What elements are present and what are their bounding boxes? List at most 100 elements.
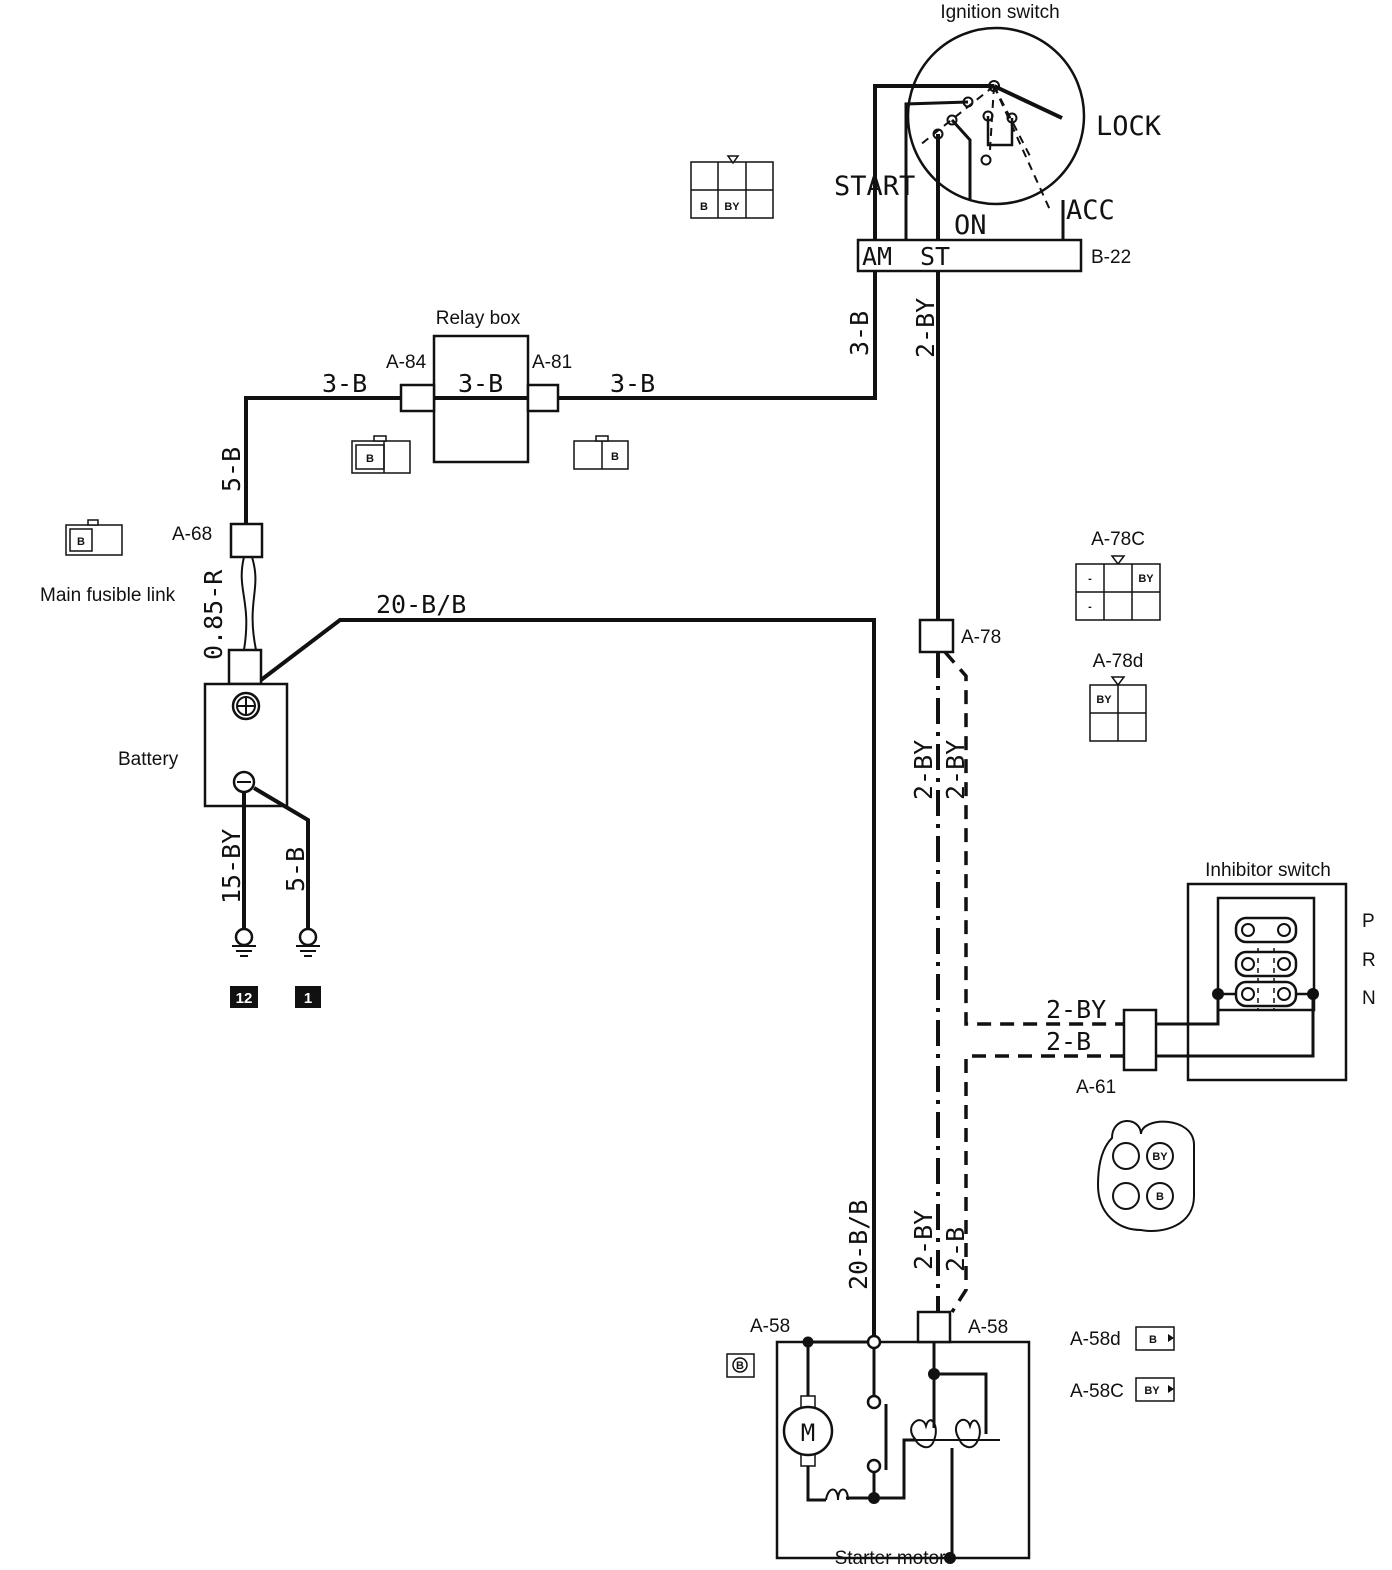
pin-label: BY <box>1096 694 1112 706</box>
ground-point-badge <box>230 986 258 1008</box>
wire-label-st: 2-BY <box>911 298 940 358</box>
ignition-switch-label: Ignition switch <box>940 2 1059 23</box>
wire-label-starter-vertical: 20-B/B <box>844 1200 873 1290</box>
connector-a58-right-label: A-58 <box>968 1317 1008 1338</box>
gear-position-label: R <box>1362 950 1376 971</box>
connector-a78 <box>918 618 955 654</box>
pin-label: B <box>1149 1334 1157 1346</box>
connector-a58-right <box>916 1310 952 1344</box>
pin-label: B <box>366 453 374 465</box>
wire-label-relay-right: 3-B <box>610 369 655 398</box>
starter-motor-label: Starter motor <box>835 1548 947 1569</box>
ground-point-label: 12 <box>236 990 253 1007</box>
wire-am-to-relay <box>558 271 877 400</box>
on-internal-wire <box>950 118 972 200</box>
lock-label: LOCK <box>1096 111 1162 142</box>
wire-label-ground-2: 5-B <box>281 847 310 892</box>
connector-face-a84: B <box>351 435 411 474</box>
battery-terminal-positive <box>227 648 263 686</box>
main-fusible-link-label: Main fusible link <box>40 585 176 606</box>
connector-face-a81: B <box>573 435 629 470</box>
main-fusible-link: A-68 0.85-R Main fusible link B <box>40 519 264 660</box>
connector-face-a68: B <box>65 519 123 556</box>
starter-motor: A-58 A-58 B M Starter motor <box>726 1310 1031 1569</box>
battery: Battery <box>118 648 289 808</box>
pin-label: B <box>700 201 708 213</box>
connector-a58c-label: A-58C <box>1070 1381 1124 1402</box>
connector-face-a78c: A-78C - BY - <box>1075 529 1161 621</box>
inhibitor-switch-label: Inhibitor switch <box>1205 860 1331 881</box>
on-bridge-wire <box>986 116 1014 147</box>
connector-b22-label: B-22 <box>1091 247 1131 268</box>
am-internal-wire <box>873 84 994 240</box>
connector-a81 <box>526 383 560 413</box>
ground-icon <box>296 927 320 957</box>
on-label: ON <box>954 210 987 241</box>
wire-label-ground-1: 15-BY <box>217 829 246 904</box>
connector-face-a58d: A-58d B <box>1070 1326 1175 1351</box>
pin-label: BY <box>1152 1151 1168 1163</box>
connector-a58d-label: A-58d <box>1070 1329 1121 1350</box>
wire-label-am: 3-B <box>845 311 874 356</box>
motor-icon <box>782 1405 834 1457</box>
wire-label-a58-solid: 2-BY <box>909 1210 938 1270</box>
wire-label-inhibitor-by: 2-BY <box>1046 995 1106 1024</box>
start-internal-wire <box>904 100 969 240</box>
wire-inhibitor-to-a58-dashed <box>950 1054 1124 1313</box>
ignition-swing-lines <box>919 85 1051 211</box>
wire-label-a58-dashed: 2-B <box>941 1227 970 1272</box>
connector-a78c-label: A-78C <box>1091 529 1145 550</box>
wire-label-a78-solid: 2-BY <box>909 740 938 800</box>
wire-label-fusible-to-relay: 5-B <box>217 447 246 492</box>
connector-a84-label: A-84 <box>386 352 427 373</box>
connector-a61 <box>1122 1008 1158 1072</box>
ground-point-label: 1 <box>304 990 312 1007</box>
st-terminal-label: ST <box>920 242 950 271</box>
start-label: START <box>834 171 915 202</box>
ground-point-badge <box>295 986 321 1008</box>
inhibitor-switch: Inhibitor switch A-61 P R N <box>1076 860 1376 1098</box>
connector-b22 <box>856 238 1083 273</box>
wire-label-relay-left: 3-B <box>322 369 367 398</box>
connector-a68 <box>229 522 264 559</box>
ground-icon <box>232 927 256 957</box>
battery-label: Battery <box>118 749 179 770</box>
motor-label: M <box>801 1419 815 1447</box>
ignition-contact <box>980 154 992 166</box>
pin-label: B <box>1156 1191 1164 1203</box>
relay-box-label: Relay box <box>436 308 521 329</box>
pin-label: - <box>1088 573 1092 585</box>
pin-label: - <box>1088 601 1092 613</box>
gear-position-label: P <box>1362 911 1375 932</box>
connector-face-a78d: A-78d BY <box>1089 651 1147 742</box>
relay-box: Relay box 3-B A-84 A-81 <box>386 308 572 464</box>
connector-a61-label: A-61 <box>1076 1077 1116 1098</box>
acc-label: ACC <box>1066 195 1115 226</box>
connector-face-a61: BY B <box>1096 1120 1195 1232</box>
connector-face-a58c: A-58C BY <box>1070 1377 1175 1402</box>
connector-a58-left-label: A-58 <box>750 1316 790 1337</box>
wire-label-a78-dashed: 2-BY <box>941 740 970 800</box>
wire-battery-ground-2 <box>252 786 310 930</box>
ignition-switch: Ignition switch LOCK START ON ACC AM ST … <box>834 2 1162 273</box>
connector-face-b22: B BY <box>690 155 774 219</box>
connector-a68-label: A-68 <box>172 524 212 545</box>
wire-label-fusible-link: 0.85-R <box>199 569 228 660</box>
pin-label: BY <box>1144 1385 1160 1397</box>
wire-relay-to-fusible <box>244 396 401 524</box>
wire-label-relay-center: 3-B <box>458 369 503 398</box>
am-terminal-label: AM <box>862 242 892 271</box>
wire-label-battery-to-starter: 20-B/B <box>376 590 466 619</box>
connector-a78d-label: A-78d <box>1093 651 1144 672</box>
gear-position-label: N <box>1362 988 1376 1009</box>
wire-label-inhibitor-b: 2-B <box>1046 1027 1091 1056</box>
pin-label: BY <box>724 201 740 213</box>
ignition-lever <box>993 84 1063 120</box>
ignition-switch-body <box>906 26 1086 206</box>
pin-label: B <box>736 1360 744 1372</box>
connector-a84 <box>399 383 436 413</box>
wire-battery-to-starter <box>259 618 876 1338</box>
pin-label: BY <box>1138 573 1154 585</box>
connector-a81-label: A-81 <box>532 352 572 373</box>
